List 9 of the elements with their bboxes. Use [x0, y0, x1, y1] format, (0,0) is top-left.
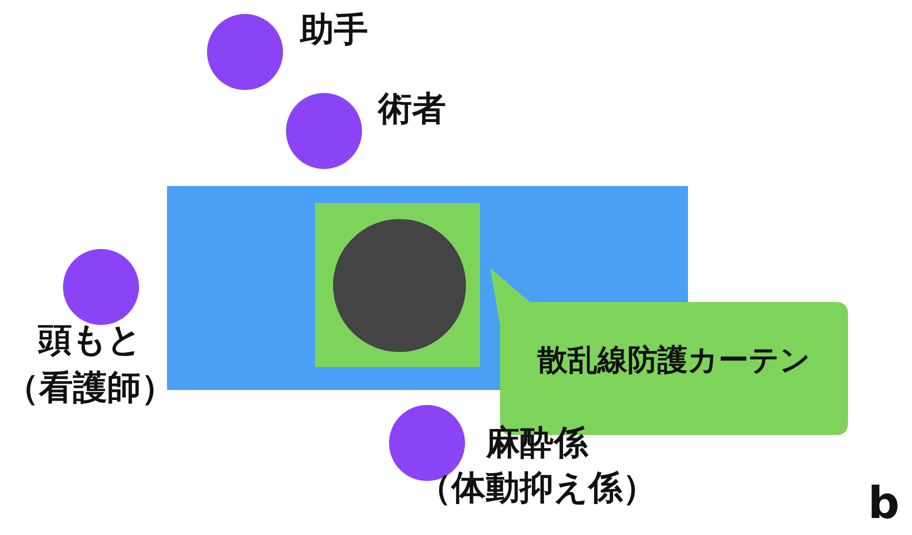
panel-letter: b	[868, 478, 900, 531]
person-label: （看護師）	[5, 368, 175, 409]
person-label: 頭もと	[38, 320, 142, 361]
person-label: 助手	[300, 10, 368, 51]
person-label: （体動抑え係）	[418, 468, 656, 509]
person-label: 麻酔係	[486, 423, 588, 464]
callout-text: 散乱線防護カーテン	[536, 343, 812, 379]
curtain-square	[315, 203, 480, 367]
person-label: 術者	[378, 89, 446, 130]
